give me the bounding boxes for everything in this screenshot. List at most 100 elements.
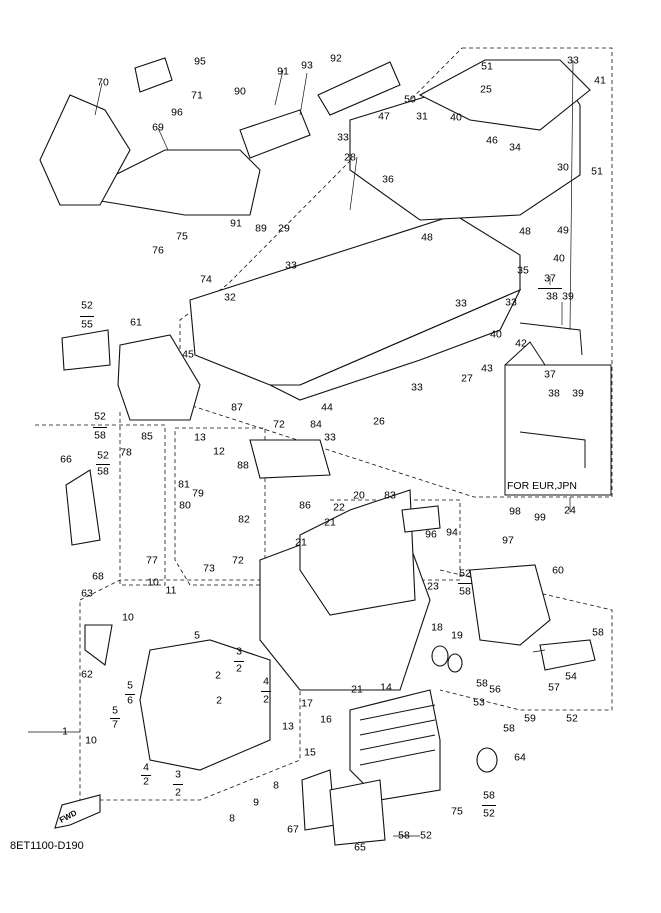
part-label-7: 7 — [112, 718, 118, 731]
part-label-65: 65 — [354, 841, 366, 854]
part-label-56: 56 — [489, 683, 501, 696]
part-label-83: 83 — [384, 489, 396, 502]
part-label-68: 68 — [92, 570, 104, 583]
part-label-84: 84 — [310, 418, 322, 431]
part-label-73: 73 — [203, 562, 215, 575]
part-label-16: 16 — [320, 713, 332, 726]
part-label-95: 95 — [194, 55, 206, 68]
part-label-2d: 2 — [175, 786, 181, 799]
part-label-82: 82 — [238, 513, 250, 526]
part-label-79: 79 — [192, 487, 204, 500]
part-label-51: 51 — [481, 60, 493, 73]
part-label-12: 12 — [213, 445, 225, 458]
part-label-55: 55 — [81, 318, 93, 331]
part-label-89: 89 — [255, 222, 267, 235]
part-label-70: 70 — [97, 76, 109, 89]
diagram-code: 8ET1100-D190 — [10, 840, 84, 852]
part-label-22: 22 — [333, 501, 345, 514]
part-label-50: 50 — [404, 93, 416, 106]
part-label-42: 42 — [515, 337, 527, 350]
part-label-33e: 33 — [455, 297, 467, 310]
part-label-52g: 52 — [420, 829, 432, 842]
part-label-21b: 21 — [295, 536, 307, 549]
part-label-66: 66 — [60, 453, 72, 466]
part-label-5c: 5 — [112, 704, 118, 717]
part-label-38: 38 — [546, 290, 558, 303]
part-label-97: 97 — [502, 534, 514, 547]
part-label-37: 37 — [544, 272, 556, 285]
part-label-21c: 21 — [351, 683, 363, 696]
part-label-74: 74 — [200, 273, 212, 286]
part-label-10b: 10 — [122, 611, 134, 624]
part-label-53: 53 — [473, 696, 485, 709]
part-label-51b: 51 — [591, 165, 603, 178]
part-label-2b: 2 — [236, 662, 242, 675]
fraction-bar — [96, 464, 110, 465]
part-label-96: 96 — [171, 106, 183, 119]
part-label-87: 87 — [231, 401, 243, 414]
part-label-85: 85 — [141, 430, 153, 443]
part-label-33a: 33 — [567, 54, 579, 67]
part-label-33f: 33 — [411, 381, 423, 394]
part-label-93: 93 — [301, 59, 313, 72]
part-label-48: 48 — [421, 231, 433, 244]
part-label-2c: 2 — [143, 775, 149, 788]
part-label-13b: 13 — [282, 720, 294, 733]
part-label-69: 69 — [152, 121, 164, 134]
part-label-94: 94 — [446, 526, 458, 539]
part-label-39b: 39 — [572, 387, 584, 400]
part-label-75b: 75 — [451, 805, 463, 818]
fraction-bar — [234, 661, 244, 662]
fraction-bar — [173, 784, 183, 785]
part-label-40: 40 — [450, 111, 462, 124]
part-label-34: 34 — [509, 141, 521, 154]
part-label-32: 32 — [224, 291, 236, 304]
part-label-13: 13 — [194, 431, 206, 444]
part-label-54: 54 — [565, 670, 577, 683]
part-label-91b: 91 — [230, 217, 242, 230]
part-label-23: 23 — [427, 580, 439, 593]
part-label-11: 11 — [165, 584, 177, 597]
part-label-52e: 52 — [566, 712, 578, 725]
part-label-90: 90 — [234, 85, 246, 98]
part-label-58b: 58 — [97, 465, 109, 478]
part-label-17: 17 — [301, 697, 313, 710]
part-label-71: 71 — [191, 89, 203, 102]
part-label-2e: 2 — [263, 693, 269, 706]
fraction-bar — [125, 694, 135, 695]
part-label-86: 86 — [299, 499, 311, 512]
part-label-8b: 8 — [229, 812, 235, 825]
part-label-3: 3 — [236, 645, 242, 658]
part-label-40b: 40 — [553, 252, 565, 265]
part-label-96b: 96 — [425, 528, 437, 541]
part-label-3b: 3 — [175, 768, 181, 781]
part-label-78: 78 — [120, 446, 132, 459]
part-label-59: 59 — [524, 712, 536, 725]
part-label-58: 58 — [94, 429, 106, 442]
part-label-58d: 58 — [592, 626, 604, 639]
part-label-24: 24 — [564, 504, 576, 517]
fraction-bar — [538, 288, 562, 289]
part-label-36: 36 — [382, 173, 394, 186]
part-label-58g: 58 — [483, 789, 495, 802]
part-label-44: 44 — [321, 401, 333, 414]
part-label-31: 31 — [416, 110, 428, 123]
part-label-18: 18 — [431, 621, 443, 634]
part-label-91: 91 — [277, 65, 289, 78]
part-label-14: 14 — [380, 681, 392, 694]
part-label-21: 21 — [324, 516, 336, 529]
inset-note: FOR EUR,JPN — [507, 480, 578, 492]
part-label-19: 19 — [451, 629, 463, 642]
part-label-43: 43 — [481, 362, 493, 375]
part-label-72b: 72 — [232, 554, 244, 567]
part-label-26: 26 — [373, 415, 385, 428]
part-label-52b: 52 — [94, 410, 106, 423]
part-label-35: 35 — [517, 264, 529, 277]
part-label-15: 15 — [304, 746, 316, 759]
part-label-5: 5 — [194, 629, 200, 642]
part-label-5b: 5 — [127, 679, 133, 692]
part-label-58e: 58 — [476, 677, 488, 690]
part-label-46: 46 — [486, 134, 498, 147]
part-label-33d: 33 — [505, 296, 517, 309]
